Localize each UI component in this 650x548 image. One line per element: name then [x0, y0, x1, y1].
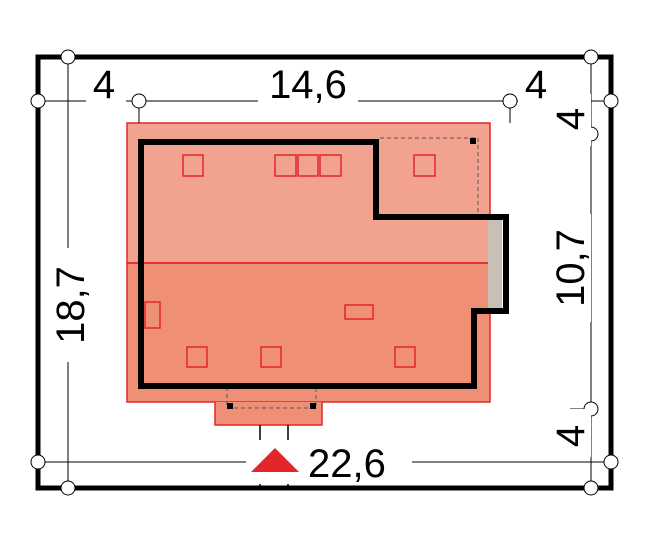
roof-outline: [126, 122, 491, 426]
roof-windows: [144, 154, 436, 368]
roof-window: [297, 154, 319, 177]
label-backgrounds: [48, 80, 591, 484]
corner-post: [470, 138, 476, 144]
dim-marker: [603, 93, 619, 109]
roof-bottom-slope: [126, 262, 491, 403]
dim-marker: [502, 93, 518, 109]
porch-post-left: [227, 403, 233, 409]
porch-post-right: [310, 403, 316, 409]
roof-window: [413, 154, 436, 177]
dim-label-left-setback: 4: [93, 63, 115, 107]
terrace: [488, 218, 502, 311]
roof-window: [394, 346, 416, 368]
dim-label-house-depth: 10,7: [549, 229, 593, 307]
dim-label-top-setback: 4: [549, 108, 593, 130]
dim-marker: [583, 480, 599, 496]
dim-label-bottom-setback: 4: [549, 425, 593, 447]
dim-marker: [60, 49, 76, 65]
lot-boundary: [35, 54, 614, 491]
dim-label-right-setback: 4: [525, 63, 547, 107]
dim-marker: [30, 454, 46, 470]
dim-marker: [583, 49, 599, 65]
roof-window: [319, 154, 342, 177]
dim-label-lot-width: 22,6: [308, 442, 386, 486]
roof-window: [144, 301, 161, 329]
porch-dashed-outline: [226, 387, 317, 409]
roof-window: [182, 154, 204, 177]
dim-marker: [30, 93, 46, 109]
roof-window: [274, 154, 297, 177]
dim-marker: [131, 93, 147, 109]
roof-window: [186, 346, 208, 368]
entrance-arrow-icon: [251, 448, 299, 472]
roof-window: [260, 346, 282, 368]
roof-window: [344, 304, 374, 320]
terrace-dashed-outline: [380, 137, 479, 216]
dim-label-lot-depth: 18,7: [49, 266, 93, 344]
house-walls: [138, 139, 509, 389]
dim-label-house-width: 14,6: [269, 63, 347, 107]
dim-marker: [603, 454, 619, 470]
dim-marker: [60, 480, 76, 496]
roof-top-slope: [126, 122, 491, 264]
